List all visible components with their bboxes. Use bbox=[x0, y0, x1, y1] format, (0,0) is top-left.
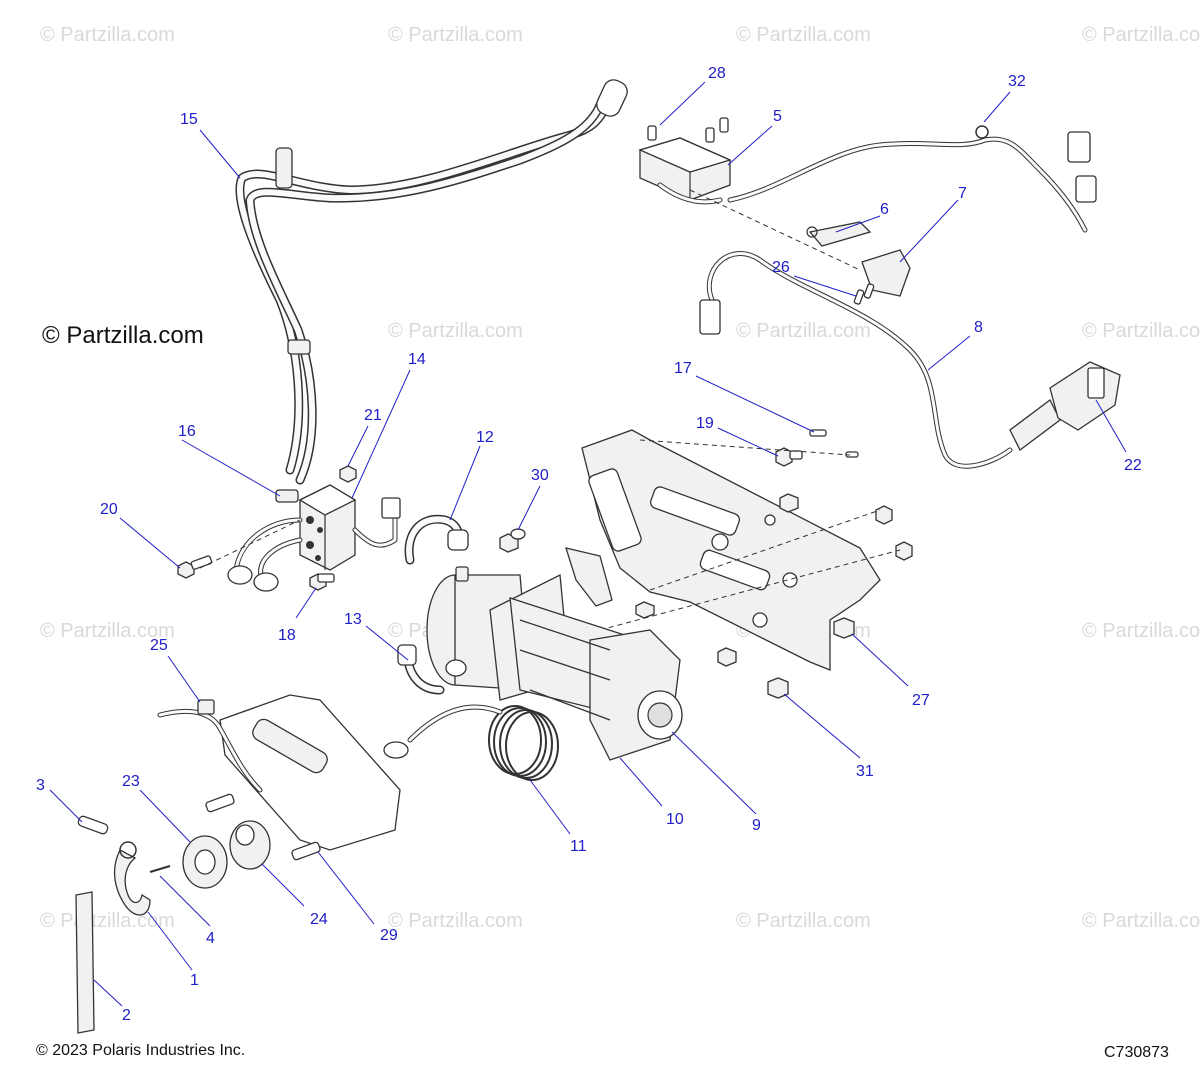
watermark: © Partzilla.com bbox=[1082, 910, 1200, 932]
roller-24 bbox=[229, 820, 271, 870]
callout-9: 9 bbox=[752, 817, 761, 834]
callout-16: 16 bbox=[178, 423, 196, 440]
nut-plate bbox=[635, 601, 655, 619]
harness-32 bbox=[727, 125, 1097, 233]
callout-19: 19 bbox=[696, 415, 714, 432]
bolt-20 bbox=[177, 555, 213, 579]
watermark: © Partzilla.com bbox=[388, 910, 523, 932]
callout-20: 20 bbox=[100, 501, 118, 518]
control-module-5 bbox=[638, 137, 732, 205]
callout-31: 31 bbox=[856, 763, 874, 780]
callout-18: 18 bbox=[278, 627, 296, 644]
cable-coil-11 bbox=[383, 704, 559, 781]
callout-13: 13 bbox=[344, 611, 362, 628]
callout-4: 4 bbox=[206, 930, 215, 947]
callout-3: 3 bbox=[36, 777, 45, 794]
winch-control-bracket bbox=[565, 547, 613, 607]
bolt-plate bbox=[717, 647, 737, 667]
callout-26: 26 bbox=[772, 259, 790, 276]
cable-boot-13 bbox=[397, 644, 467, 695]
watermark: © Partzilla.com bbox=[736, 320, 871, 342]
copyright-notice: © 2023 Polaris Industries Inc. bbox=[36, 1042, 246, 1059]
watermark: © Partzilla.com bbox=[1082, 620, 1200, 642]
callout-28: 28 bbox=[708, 65, 726, 82]
callout-6: 6 bbox=[880, 201, 889, 218]
callout-12: 12 bbox=[476, 429, 494, 446]
bracket-16 bbox=[275, 489, 299, 503]
watermark: © Partzilla.com bbox=[1082, 24, 1200, 46]
screws-28 bbox=[647, 117, 729, 143]
callout-14: 14 bbox=[408, 351, 426, 368]
cable-harness-15 bbox=[235, 79, 628, 485]
callout-5: 5 bbox=[773, 108, 782, 125]
callout-10: 10 bbox=[666, 811, 684, 828]
diagram-code: C730873 bbox=[1104, 1044, 1169, 1061]
callout-11: 11 bbox=[570, 838, 587, 855]
watermark: © Partzilla.com bbox=[40, 24, 175, 46]
roller-23 bbox=[182, 835, 228, 889]
callout-7: 7 bbox=[958, 185, 967, 202]
watermark: © Partzilla.com bbox=[388, 320, 523, 342]
bolt-plate-small bbox=[845, 451, 859, 458]
watermark: © Partzilla.com bbox=[1082, 320, 1200, 342]
callout-27: 27 bbox=[912, 692, 930, 709]
bolt-19 bbox=[775, 447, 803, 467]
bolt-plate bbox=[895, 541, 913, 561]
callout-21: 21 bbox=[364, 407, 382, 424]
callout-8: 8 bbox=[974, 319, 983, 336]
harness-8 bbox=[699, 251, 1013, 469]
bolt-29 bbox=[205, 793, 321, 861]
watermark: © Partzilla.com bbox=[736, 910, 871, 932]
connector-22 bbox=[1009, 361, 1121, 451]
pin-3 bbox=[77, 815, 109, 835]
watermark: © Partzilla.com bbox=[388, 24, 523, 46]
callout-25: 25 bbox=[150, 637, 168, 654]
contactor-14 bbox=[227, 484, 401, 592]
bolt-plate bbox=[875, 505, 893, 525]
callout-30: 30 bbox=[531, 467, 549, 484]
mounting-plate bbox=[581, 429, 881, 671]
callout-23: 23 bbox=[122, 773, 140, 790]
cable-boot-12 bbox=[404, 514, 469, 565]
brand-mark: © Partzilla.com bbox=[42, 322, 204, 349]
fairlead bbox=[219, 694, 401, 851]
clip-4 bbox=[149, 865, 171, 873]
callout-24: 24 bbox=[310, 911, 328, 928]
callout-32: 32 bbox=[1008, 73, 1026, 90]
callout-22: 22 bbox=[1124, 457, 1142, 474]
screws-26 bbox=[853, 283, 875, 305]
bolt-27 bbox=[833, 617, 855, 639]
nut-31 bbox=[767, 677, 789, 699]
watermark: © Partzilla.com bbox=[736, 24, 871, 46]
bolt-plate bbox=[779, 493, 799, 513]
callout-29: 29 bbox=[380, 927, 398, 944]
bolt-18 bbox=[309, 573, 335, 591]
nut-21 bbox=[339, 465, 357, 483]
switch-6 bbox=[806, 221, 872, 247]
callout-15: 15 bbox=[180, 111, 198, 128]
hook-1 bbox=[113, 841, 151, 916]
sensor-25 bbox=[157, 699, 263, 793]
bolt-30 bbox=[499, 528, 526, 553]
callout-2: 2 bbox=[122, 1007, 131, 1024]
winch-assembly bbox=[426, 566, 683, 761]
strap-2 bbox=[75, 891, 95, 1034]
callout-17: 17 bbox=[674, 360, 692, 377]
callout-1: 1 bbox=[190, 972, 199, 989]
watermark: © Partzilla.com bbox=[40, 620, 175, 642]
